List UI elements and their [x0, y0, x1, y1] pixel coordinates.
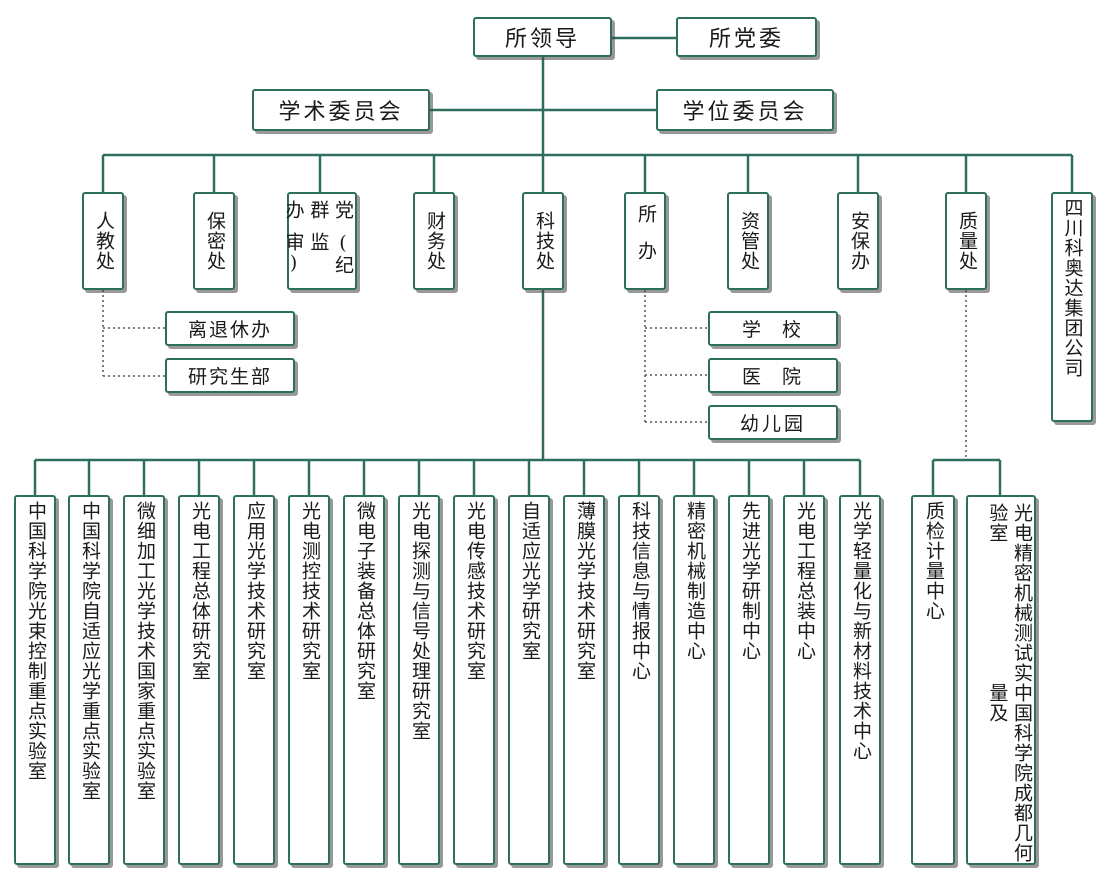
research-unit: 自适应光学研究室	[508, 495, 550, 865]
academic-committee-box: 学术委员会	[252, 89, 430, 131]
research-unit: 光电探测与信号处理研究室	[398, 495, 440, 865]
dept-science: 科技处	[522, 192, 564, 290]
school-box: 学 校	[708, 311, 838, 346]
dept-safety: 安保办	[837, 192, 879, 290]
dept-quality: 质量处	[945, 192, 987, 290]
research-unit: 精密机械制造中心	[673, 495, 715, 865]
degree-committee-box: 学位委员会	[656, 89, 834, 131]
dept-finance: 财务处	[413, 192, 455, 290]
research-unit: 微电子装备总体研究室	[343, 495, 385, 865]
kindergarten-box: 幼儿园	[708, 405, 838, 440]
research-unit: 中国科学院自适应光学重点实验室	[68, 495, 110, 865]
dept-office: 所办	[624, 192, 666, 290]
research-unit: 先进光学研制中心	[728, 495, 770, 865]
research-unit: 光电工程总装中心	[783, 495, 825, 865]
research-unit: 微细加工光学技术国家重点实验室	[123, 495, 165, 865]
research-unit: 应用光学技术研究室	[233, 495, 275, 865]
dept-hr: 人教处	[82, 192, 124, 290]
precision-test-lab-line1: 光电精密机械测试实验室	[986, 503, 1033, 683]
research-unit: 中国科学院光束控制重点实验室	[14, 495, 56, 865]
calibration-center: 质检计量中心	[911, 495, 955, 865]
precision-test-lab-line2: 中国科学院成都几何量及	[986, 683, 1033, 863]
research-unit: 光学轻量化与新材料技术中心	[839, 495, 881, 865]
research-unit: 光电测控技术研究室	[288, 495, 330, 865]
dept-assets: 资管处	[727, 192, 769, 290]
hospital-box: 医 院	[708, 358, 838, 393]
graduate-dept-box: 研究生部	[165, 358, 295, 393]
dept-party-office-note: (纪监审)	[282, 231, 354, 275]
party-committee-box: 所党委	[676, 17, 817, 57]
research-unit: 光电传感技术研究室	[453, 495, 495, 865]
precision-test-lab: 光电精密机械测试实验室 中国科学院成都几何量及	[966, 495, 1036, 865]
dept-security: 保密处	[193, 192, 235, 290]
retirement-office-box: 离退休办	[165, 311, 295, 346]
dept-party-office: 党群办 (纪监审)	[283, 192, 357, 290]
dept-party-office-name: 党群办	[282, 200, 354, 220]
dept-group-company: 四川科奥达集团公司	[1051, 192, 1093, 422]
leadership-box: 所领导	[473, 17, 612, 57]
research-unit: 光电工程总体研究室	[178, 495, 220, 865]
research-unit: 薄膜光学技术研究室	[563, 495, 605, 865]
research-unit: 科技信息与情报中心	[618, 495, 660, 865]
